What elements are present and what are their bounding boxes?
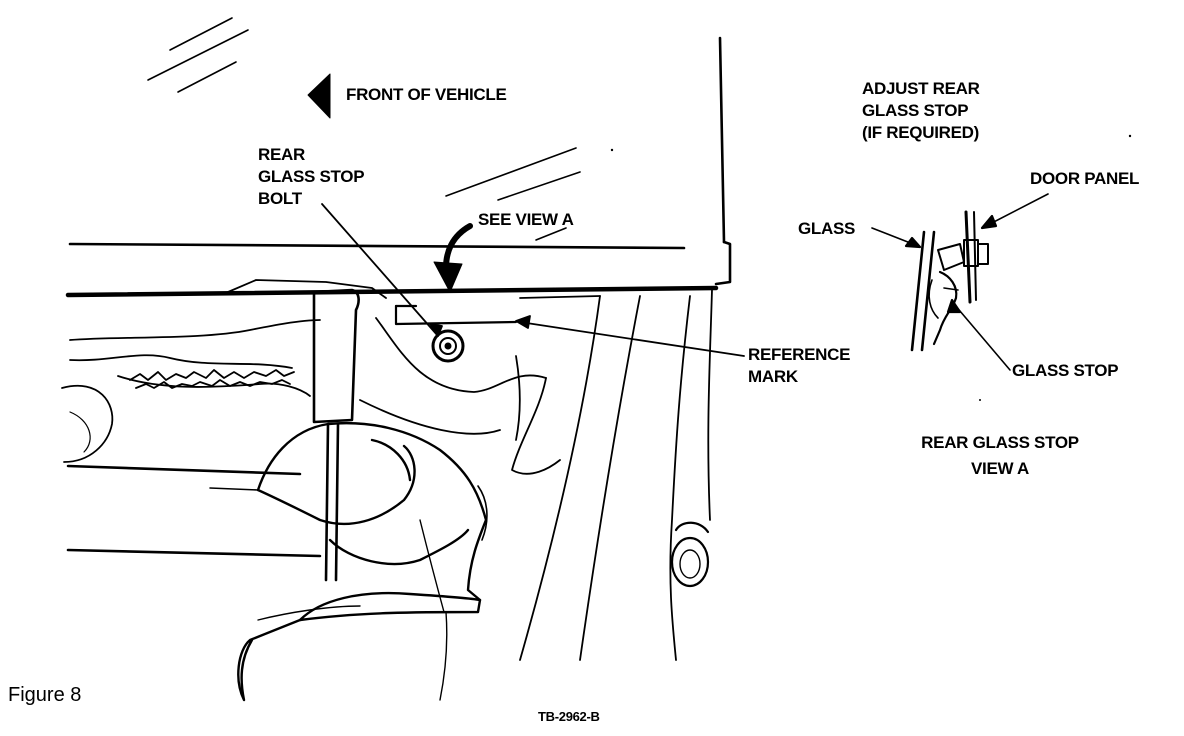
figure-caption: Figure 8: [8, 684, 82, 706]
label-glass-stop: GLASS STOP: [1012, 361, 1119, 380]
label-line: REFERENCE: [748, 345, 851, 364]
label-adjust-rear-glass-stop: ADJUST REAR GLASS STOP (IF REQUIRED): [862, 78, 980, 144]
label-line: GLASS STOP: [862, 101, 969, 120]
label-line: REAR: [258, 145, 305, 164]
see-view-a-arrow-icon: [433, 223, 473, 293]
label-line: MARK: [748, 367, 798, 386]
label-line: (IF REQUIRED): [862, 123, 979, 142]
label-see-view-a: SEE VIEW A: [478, 210, 574, 229]
door-frame-outline: [65, 36, 732, 558]
label-line: BOLT: [258, 189, 302, 208]
callout-leader-lines: [321, 203, 745, 357]
label-glass: GLASS: [798, 219, 856, 238]
part-number: TB-2962-B: [538, 709, 600, 724]
label-line: ADJUST REAR: [862, 79, 980, 98]
rear-glass-stop-bolt-drawing: [431, 329, 465, 363]
label-door-panel: DOOR PANEL: [1030, 169, 1140, 188]
label-rear-glass-stop-bolt: REAR GLASS STOP BOLT: [258, 144, 365, 210]
label-line: REAR GLASS STOP: [921, 433, 1079, 452]
technician-hand: [209, 421, 488, 702]
label-reference-mark: REFERENCE MARK: [748, 344, 850, 388]
glass-run-channel: [312, 288, 360, 582]
window-glass-hatching: [147, 17, 581, 241]
label-view-title: REAR GLASS STOP VIEW A: [890, 432, 1110, 480]
label-front-of-vehicle: FRONT OF VEHICLE: [346, 85, 507, 104]
front-direction-arrow-icon: [307, 73, 331, 119]
label-line: VIEW A: [970, 459, 1029, 478]
view-a-detail-drawing: [871, 193, 1049, 371]
print-specks: [610, 134, 1132, 401]
door-check-bumper: [670, 521, 710, 588]
label-line: GLASS STOP: [258, 167, 365, 186]
